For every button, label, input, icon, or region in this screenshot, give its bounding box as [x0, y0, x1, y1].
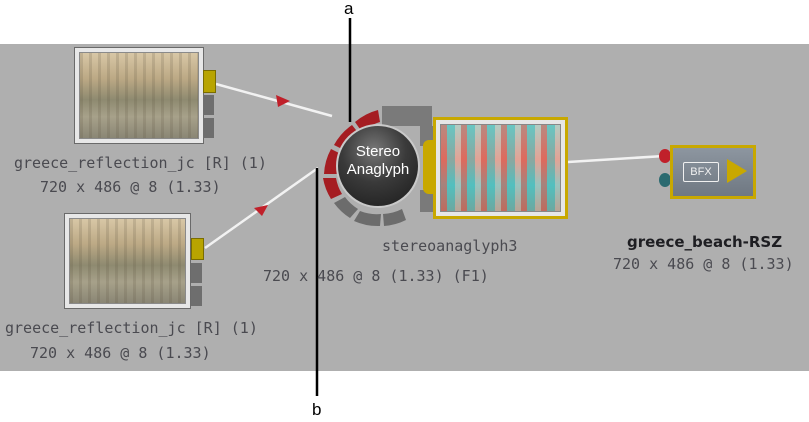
- output-port[interactable]: [203, 70, 216, 93]
- output-port-empty[interactable]: [191, 263, 202, 283]
- input-thumbnail: [74, 47, 204, 144]
- input-node-bottom[interactable]: [64, 213, 191, 309]
- node-resolution: 720 x 486 @ 8 (1.33) (F1): [263, 267, 489, 285]
- output-port-empty[interactable]: [203, 95, 214, 115]
- input-port-red[interactable]: [659, 149, 671, 163]
- stereo-input-handle[interactable]: [423, 140, 435, 194]
- ring-body: [382, 106, 432, 126]
- stereo-node-thumbnail[interactable]: [433, 117, 568, 219]
- bfx-badge: BFX: [683, 162, 719, 182]
- ring-body: [420, 190, 434, 212]
- stereo-anaglyph-button[interactable]: Stereo Anaglyph: [336, 124, 420, 208]
- anaglyph-image: [440, 124, 561, 212]
- ring-segment-gray: [354, 211, 381, 227]
- thumbnail-image: [79, 52, 199, 139]
- node-name: stereoanaglyph3: [382, 237, 518, 255]
- input-port-teal[interactable]: [659, 173, 671, 187]
- button-label-line1: Stereo: [355, 143, 401, 160]
- output-port-empty[interactable]: [191, 286, 202, 306]
- input-thumbnail: [64, 213, 191, 309]
- ring-segment-red: [323, 178, 342, 199]
- output-port[interactable]: [191, 238, 204, 260]
- node-name: greece_reflection_jc [R] (1): [14, 154, 267, 172]
- wire-top-input: [215, 82, 333, 118]
- node-name: greece_reflection_jc [R] (1): [5, 319, 258, 337]
- node-name: greece_beach-RSZ: [627, 233, 783, 251]
- arrow-bottom: [254, 205, 268, 216]
- output-port-empty[interactable]: [203, 118, 214, 138]
- callout-b-label: b: [312, 400, 322, 419]
- input-node-top[interactable]: [74, 47, 204, 144]
- arrow-top: [276, 95, 290, 107]
- callout-a-label: a: [344, 0, 354, 18]
- button-label-line2: Anaglyph: [346, 161, 410, 178]
- node-resolution: 720 x 486 @ 8 (1.33): [40, 178, 221, 196]
- node-resolution: 720 x 486 @ 8 (1.33): [30, 344, 211, 362]
- bfx-node[interactable]: BFX: [670, 145, 756, 199]
- play-icon: [727, 159, 747, 183]
- node-resolution: 720 x 486 @ 8 (1.33): [613, 255, 794, 273]
- ring-segment-gray: [383, 209, 406, 226]
- thumbnail-image: [69, 218, 186, 304]
- wire-output: [567, 154, 665, 164]
- ring-segment-gray: [334, 197, 358, 218]
